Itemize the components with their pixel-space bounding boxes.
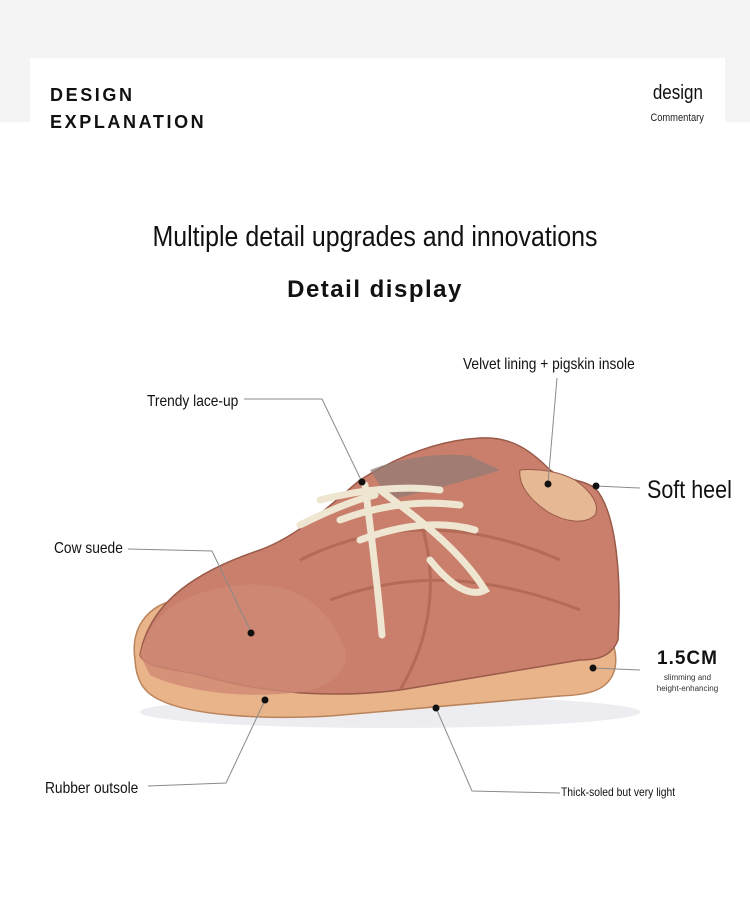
leader-line-lace — [244, 398, 363, 483]
anchor-dot-heel — [592, 482, 600, 490]
leader-line-outsole — [147, 699, 266, 787]
callout-trendy-lace: Trendy lace-up — [147, 393, 239, 410]
leader-line-velvet — [547, 377, 558, 484]
header-card — [30, 58, 725, 138]
laces — [296, 481, 490, 639]
side-title: design — [652, 82, 703, 104]
callout-velvet-lining: Velvet lining + pigskin insole — [463, 356, 635, 373]
callout-thick-soled: Thick-soled but very light — [561, 785, 676, 799]
section-title-line-1: DESIGN — [50, 85, 135, 105]
anchor-dot-outsole — [261, 696, 269, 704]
page-subheading: Detail display — [287, 276, 463, 303]
leader-line-thick — [435, 707, 561, 794]
anchor-dot-thick — [432, 704, 440, 712]
leader-lines — [127, 377, 641, 794]
callout-height-value: 1.5CM — [657, 648, 718, 669]
anchor-dot-velvet — [544, 480, 552, 488]
anchor-dot-lace — [358, 478, 366, 486]
leader-line-heel — [595, 485, 641, 489]
toe-cap — [140, 584, 346, 695]
callout-rubber-outsole: Rubber outsole — [45, 780, 139, 797]
side-subtitle: Commentary — [650, 112, 704, 124]
callout-height-note-line-1: slimming and — [663, 673, 712, 682]
anchor-dot-height — [589, 664, 597, 672]
leader-line-suede — [127, 548, 252, 633]
callout-height-note-line-2: height-enhancing — [656, 684, 719, 693]
anchor-dot-suede — [247, 629, 255, 637]
section-title: DESIGN EXPLANATION — [50, 82, 310, 136]
section-title-line-2: EXPLANATION — [50, 112, 207, 132]
anchor-dots — [247, 478, 600, 712]
callout-soft-heel: Soft heel — [647, 476, 732, 504]
callout-cow-suede: Cow suede — [54, 540, 123, 557]
collar-opening — [519, 469, 597, 522]
callout-height-note: slimming and height-enhancing — [645, 672, 730, 694]
page-headline: Multiple detail upgrades and innovations — [152, 221, 598, 253]
leader-line-height — [592, 667, 641, 671]
